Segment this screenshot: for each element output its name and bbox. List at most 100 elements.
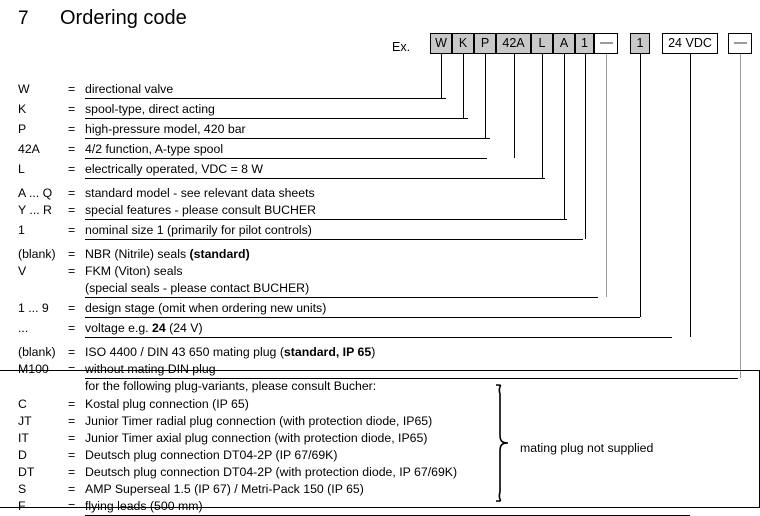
legend-description: (special seals - please contact BUCHER): [85, 281, 310, 295]
legend-code: ...: [18, 321, 29, 335]
legend-desc-head: ISO 4400 / DIN 43 650 mating plug (: [85, 345, 284, 359]
legend-equals: =: [68, 186, 76, 200]
box-seal: [594, 33, 618, 54]
legend-equals: =: [68, 499, 76, 513]
legend-description: without mating DIN plug: [85, 362, 216, 376]
legend-code: 42A: [18, 142, 40, 156]
legend-equals: =: [68, 82, 76, 96]
legend-leader-rule: [85, 138, 490, 139]
legend-leader-rule: [85, 378, 738, 379]
blank-underscore: [733, 42, 747, 44]
legend-desc-emphasis: 24: [152, 321, 166, 335]
legend-leader-rule: [85, 178, 545, 179]
legend-description: for the following plug-variants, please …: [85, 379, 377, 393]
box-1: 1: [575, 33, 594, 54]
box-leader-vertical: [690, 54, 691, 337]
legend-code: Y ... R: [18, 203, 52, 217]
legend-desc-head: NBR (Nitrile) seals: [85, 247, 190, 261]
page-title: Ordering code: [60, 7, 187, 29]
mating-plug-note: mating plug not supplied: [520, 441, 654, 455]
legend-code: (blank): [18, 345, 56, 359]
legend-equals: =: [68, 465, 76, 479]
legend-equals: =: [68, 414, 76, 428]
box-k: K: [452, 33, 474, 54]
legend-code: C: [18, 397, 27, 411]
legend-code: (blank): [18, 247, 56, 261]
legend-code: D: [18, 448, 27, 462]
legend-code: P: [18, 122, 27, 136]
legend-description: ISO 4400 / DIN 43 650 mating plug (stand…: [85, 345, 375, 359]
legend-leader-rule: [85, 317, 640, 318]
legend-equals: =: [68, 203, 76, 217]
legend-description: flying leads (500 mm): [85, 499, 203, 513]
legend-desc-head: voltage e.g.: [85, 321, 152, 335]
box-leader-vertical: [542, 54, 543, 178]
legend-description: standard model - see relevant data sheet…: [85, 186, 315, 200]
legend-description: Kostal plug connection (IP 65): [85, 397, 249, 411]
legend-desc-emphasis: standard, IP 65: [283, 345, 372, 359]
legend-code: K: [18, 102, 27, 116]
legend-description: directional valve: [85, 82, 174, 96]
box-leader-vertical: [740, 54, 741, 378]
legend-code: IT: [18, 431, 29, 445]
box-plug: [728, 33, 752, 54]
legend-equals: =: [68, 301, 76, 315]
legend-description: design stage (omit when ordering new uni…: [85, 301, 327, 315]
legend-leader-rule: [85, 297, 598, 298]
legend-code: S: [18, 482, 27, 496]
legend-equals: =: [68, 264, 76, 278]
mating-plug-brace: [492, 384, 514, 502]
box-leader-vertical: [463, 54, 464, 118]
legend-code: F: [18, 499, 26, 513]
blank-underscore: [599, 42, 613, 44]
legend-description: high-pressure model, 420 bar: [85, 122, 246, 136]
legend-equals: =: [68, 122, 76, 136]
legend-code: 1 ... 9: [18, 301, 49, 315]
legend-code: W: [18, 82, 30, 96]
box-leader-vertical: [514, 54, 515, 158]
plug-variants-group-box: [0, 370, 760, 508]
section-number: 7: [18, 8, 29, 29]
legend-description: Junior Timer radial plug connection (wit…: [85, 414, 433, 428]
example-label: Ex.: [392, 40, 411, 54]
legend-code: JT: [18, 414, 32, 428]
legend-description: electrically operated, VDC = 8 W: [85, 162, 264, 176]
box-leader-vertical: [441, 54, 442, 98]
legend-description: NBR (Nitrile) seals (standard): [85, 247, 250, 261]
legend-description: Deutsch plug connection DT04-2P (with pr…: [85, 465, 458, 479]
legend-equals: =: [68, 431, 76, 445]
legend-equals: =: [68, 247, 76, 261]
legend-code: V: [18, 264, 27, 278]
legend-leader-rule: [85, 118, 468, 119]
legend-equals: =: [68, 162, 76, 176]
legend-leader-rule: [85, 158, 487, 159]
legend-description: Deutsch plug connection DT04-2P (IP 67/6…: [85, 448, 338, 462]
legend-code: A ... Q: [18, 186, 53, 200]
box-leader-vertical: [606, 54, 607, 297]
box-a: A: [553, 33, 575, 54]
legend-leader-rule: [85, 337, 672, 338]
legend-equals: =: [68, 345, 76, 359]
legend-code: M100: [18, 362, 49, 376]
legend-equals: =: [68, 321, 76, 335]
legend-description: Junior Timer axial plug connection (with…: [85, 431, 428, 445]
box-leader-vertical: [564, 54, 565, 219]
box-leader-vertical: [640, 54, 641, 317]
legend-code: DT: [18, 465, 35, 479]
box-l: L: [531, 33, 553, 54]
legend-description: AMP Superseal 1.5 (IP 67) / Metri-Pack 1…: [85, 482, 364, 496]
legend-leader-rule: [85, 219, 567, 220]
legend-desc-tail: ): [371, 345, 376, 359]
legend-equals: =: [68, 142, 76, 156]
box-leader-vertical: [485, 54, 486, 138]
legend-desc-tail: (24 V): [165, 321, 203, 335]
legend-description: voltage e.g. 24 (24 V): [85, 321, 203, 335]
legend-description: FKM (Viton) seals: [85, 264, 183, 278]
legend-equals: =: [68, 102, 76, 116]
legend-code: L: [18, 162, 25, 176]
box-42a: 42A: [496, 33, 531, 54]
box-stage: 1: [630, 33, 650, 54]
legend-equals: =: [68, 482, 76, 496]
box-leader-vertical: [585, 54, 586, 239]
